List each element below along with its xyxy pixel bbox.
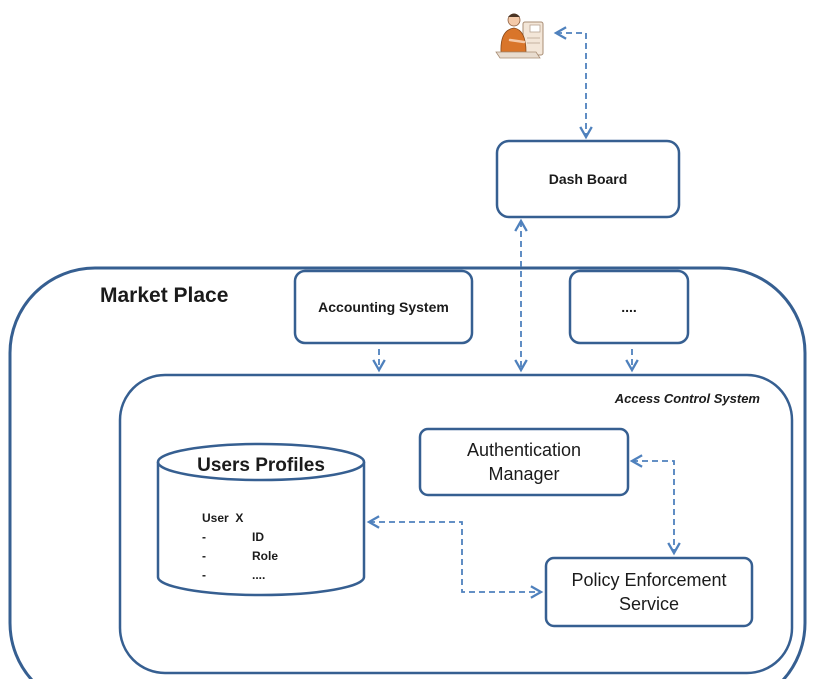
user-at-desk-icon (495, 13, 544, 59)
dashboard-label: Dash Board (548, 171, 628, 187)
list-item: - Role (202, 547, 278, 566)
list-item: User X (202, 509, 278, 528)
arrow-user-dashboard (553, 26, 593, 140)
other-systems-box (568, 269, 690, 345)
authentication-manager-line2: Manager (488, 464, 560, 484)
list-item-bullet: - (202, 568, 206, 582)
accounting-system-label: Accounting System (318, 299, 449, 315)
market-place-title: Market Place (100, 284, 229, 307)
other-systems-label: .... (621, 299, 637, 315)
authentication-manager-line1: Authentication (466, 440, 582, 460)
dashboard-box (495, 139, 681, 219)
list-item: - ID (202, 528, 278, 547)
policy-enforcement-box (544, 556, 754, 628)
policy-enforcement-line1: Policy Enforcement (571, 570, 727, 590)
list-item-text: ID (252, 530, 264, 544)
list-item-text: .... (252, 568, 266, 582)
list-item-bullet: - (202, 549, 206, 563)
access-control-title: Access Control System (614, 390, 760, 406)
arrow-profiles-policy (366, 515, 544, 599)
list-item-bullet: - (202, 530, 206, 544)
list-item-text: User X (202, 511, 244, 525)
authentication-manager-label: Authentication Manager (420, 429, 628, 495)
users-profiles-title: Users Profiles (197, 455, 325, 476)
users-profiles-database (156, 442, 366, 597)
authentication-manager-box (418, 427, 630, 497)
list-item-text: Role (252, 549, 279, 563)
list-item: - .... (202, 566, 278, 585)
arrow-auth-policy (629, 454, 681, 556)
connector-arrows (366, 26, 681, 599)
policy-enforcement-label: Policy Enforcement Service (546, 558, 752, 626)
policy-enforcement-line2: Service (618, 594, 680, 614)
access-control-container (118, 373, 794, 675)
market-place-container (8, 266, 807, 679)
users-profiles-list: User X - ID - Role - .... (202, 509, 278, 585)
accounting-system-box (293, 269, 474, 345)
